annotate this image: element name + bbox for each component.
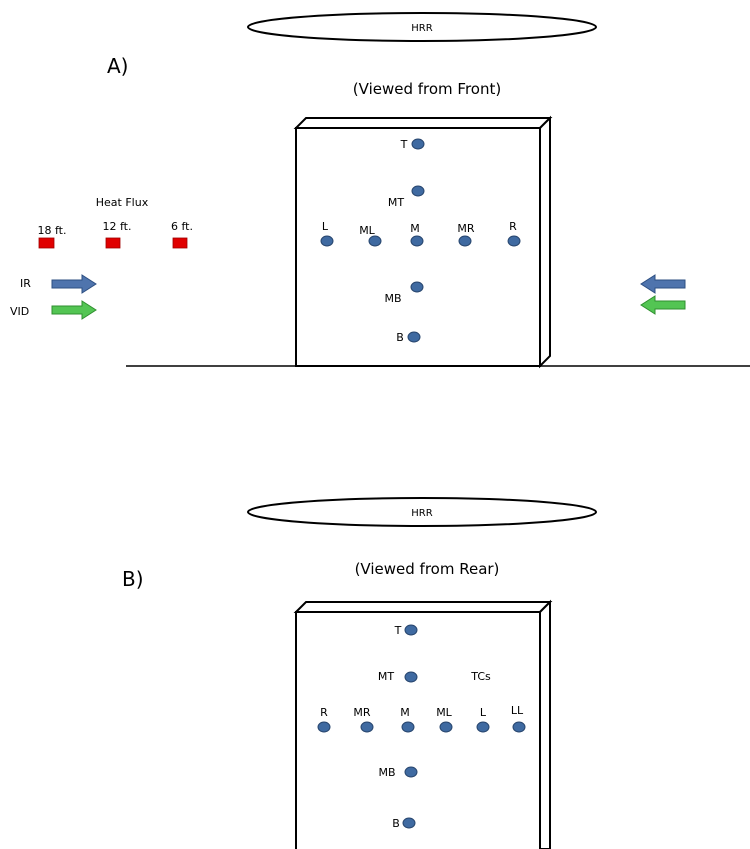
- ir-label: IR: [20, 277, 31, 290]
- flux-gauge-12ft: [105, 237, 121, 249]
- tc-label-mb-a: MB: [384, 292, 401, 305]
- heat-flux-gauges: Heat Flux 18 ft. 12 ft. 6 ft.: [38, 196, 193, 249]
- tc-dot-t-b: [404, 624, 418, 636]
- tc-label-ll-b: LL: [511, 704, 524, 717]
- tc-dot-mt-a: [411, 185, 425, 197]
- vid-label: VID: [10, 305, 29, 318]
- view-label-a: (Viewed from Front): [353, 80, 501, 98]
- tc-label-t-b: T: [394, 624, 402, 637]
- tc-label-r-a: R: [509, 220, 517, 233]
- tc-label-mt-a: MT: [388, 196, 404, 209]
- panel-b: HRR B) (Viewed from Rear) TCs T MT R MR …: [122, 497, 597, 849]
- view-label-b: (Viewed from Rear): [355, 560, 500, 578]
- wall-b: [293, 599, 553, 849]
- camera-arrows-left: IR VID: [10, 274, 97, 320]
- tc-label-l-a: L: [322, 220, 329, 233]
- tc-label-b-b: B: [392, 817, 400, 830]
- tc-dot-r-a: [507, 235, 521, 247]
- vid-arrow-left: [640, 295, 686, 315]
- tc-label-mr-a: MR: [457, 222, 474, 235]
- tcs-label: TCs: [470, 670, 491, 683]
- ir-arrow-left: [640, 274, 686, 294]
- hrr-hood-a: [247, 12, 597, 42]
- tc-dot-b-a: [407, 331, 421, 343]
- camera-arrows-right: [640, 274, 686, 315]
- flux-label-6ft: 6 ft.: [171, 220, 193, 233]
- hrr-label-b: HRR: [411, 508, 432, 519]
- tc-dot-mt-b: [404, 671, 418, 683]
- tc-label-ml-a: ML: [359, 224, 375, 237]
- tc-dot-ml-a: [368, 235, 382, 247]
- tc-label-l-b: L: [480, 706, 487, 719]
- vid-arrow-right: [51, 300, 97, 320]
- tc-label-b-a: B: [396, 331, 404, 344]
- tc-dot-r-b: [317, 721, 331, 733]
- tc-dot-ml-b: [439, 721, 453, 733]
- tc-dot-b-b: [402, 817, 416, 829]
- ir-arrow-right: [51, 274, 97, 294]
- heat-flux-title: Heat Flux: [96, 196, 149, 209]
- flux-label-12ft: 12 ft.: [103, 220, 132, 233]
- tc-label-mr-b: MR: [353, 706, 370, 719]
- tc-label-m-a: M: [410, 222, 420, 235]
- tc-label-t-a: T: [400, 138, 408, 151]
- tc-label-mb-b: MB: [378, 766, 395, 779]
- tc-dot-mr-a: [458, 235, 472, 247]
- tc-dot-ll-b: [512, 721, 526, 733]
- tc-dot-mr-b: [360, 721, 374, 733]
- thermocouples-a: T MT L ML M MR R MB B: [320, 138, 521, 344]
- tc-dot-mb-b: [404, 766, 418, 778]
- tc-dot-t-a: [411, 138, 425, 150]
- tc-dot-l-b: [476, 721, 490, 733]
- tc-dot-l-a: [320, 235, 334, 247]
- panel-a-label: A): [107, 54, 128, 78]
- flux-gauge-6ft: [172, 237, 188, 249]
- flux-label-18ft: 18 ft.: [38, 224, 67, 237]
- tc-label-r-b: R: [320, 706, 328, 719]
- tc-label-ml-b: ML: [436, 706, 452, 719]
- tc-label-mt-b: MT: [378, 670, 394, 683]
- panel-a: HRR A) (Viewed from Front) T MT L ML M M…: [10, 12, 750, 369]
- tc-dot-m-a: [410, 235, 424, 247]
- tc-dot-mb-a: [410, 281, 424, 293]
- hrr-label-a: HRR: [411, 23, 432, 34]
- tc-label-m-b: M: [400, 706, 410, 719]
- tc-dot-m-b: [401, 721, 415, 733]
- thermocouples-b: T MT R MR M ML L LL MB B: [317, 624, 526, 830]
- flux-gauge-18ft: [38, 237, 55, 249]
- hrr-hood-b: [247, 497, 597, 527]
- panel-b-label: B): [122, 567, 144, 591]
